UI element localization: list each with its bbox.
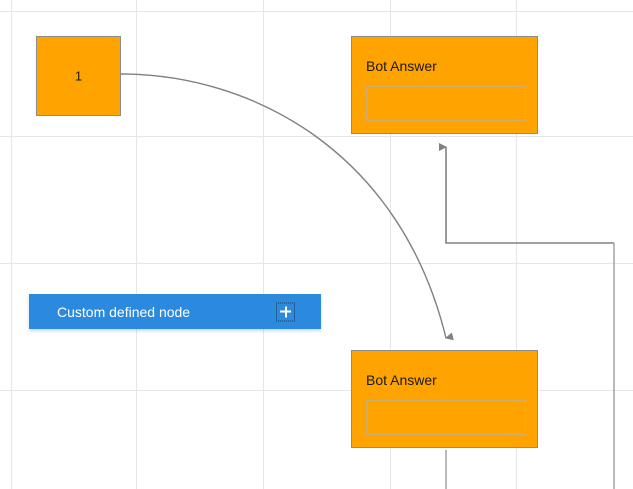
node-bot-answer-top-title: Bot Answer (366, 58, 437, 74)
plus-icon[interactable] (276, 302, 295, 321)
node-bot-answer-bottom[interactable]: Bot Answer (351, 350, 538, 448)
node-1-label: 1 (74, 68, 83, 84)
node-bot-answer-top-slot[interactable] (366, 86, 526, 121)
node-bot-answer-top[interactable]: Bot Answer (351, 36, 538, 134)
custom-defined-node-item[interactable]: Custom defined node (29, 294, 321, 329)
node-bot-answer-bottom-slot[interactable] (366, 400, 526, 435)
custom-defined-node-label: Custom defined node (57, 303, 191, 320)
connector-orthogonal-to-bot-answer-top[interactable] (439, 143, 614, 244)
node-1[interactable]: 1 (36, 36, 121, 116)
node-bot-answer-bottom-title: Bot Answer (366, 372, 437, 388)
connector-curved-node1-to-bot-answer-bottom[interactable] (120, 73, 454, 341)
